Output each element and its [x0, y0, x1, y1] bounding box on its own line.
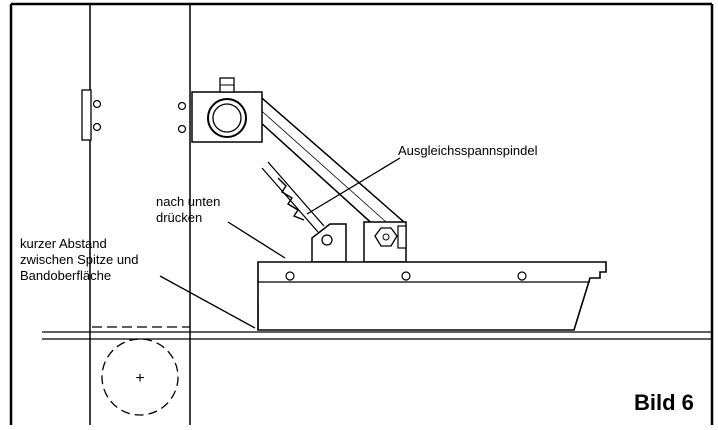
tension-arm [236, 91, 406, 240]
drawing-frame [9, 2, 714, 425]
clamp-hub [191, 77, 263, 143]
post-holes [177, 101, 187, 134]
label-spindle: Ausgleichsspannspindel [398, 143, 538, 158]
pulley-dashed: + [92, 326, 190, 416]
vertical-posts [89, 4, 191, 425]
spindle-bracket [311, 223, 347, 263]
label-distance-line1: kurzer Abstand [20, 236, 107, 251]
center-mark: + [135, 370, 144, 387]
belt-surface [42, 331, 712, 340]
figure-caption: Bild 6 [634, 390, 694, 415]
tension-spindle [261, 161, 325, 233]
scraper-blade [257, 261, 607, 331]
label-distance-line3: Bandoberfläche [20, 268, 111, 283]
left-mount-bracket [81, 89, 102, 141]
label-press-down-line1: nach unten [156, 194, 220, 209]
label-distance-line2: zwischen Spitze und [20, 252, 139, 267]
label-press-down-line2: drücken [156, 210, 202, 225]
leader-lines [159, 157, 401, 329]
base-bracket [363, 221, 407, 263]
